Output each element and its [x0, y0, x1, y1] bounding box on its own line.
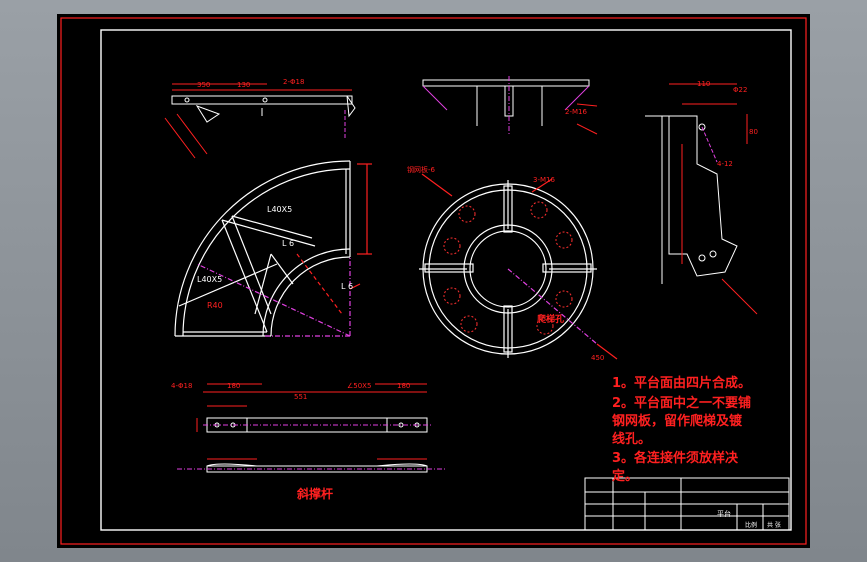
- drawing-sheet: 1。平台面由四片合成。 2。平台面中之一不要铺 钢网板，留作爬梯及镀 线孔。 3…: [57, 14, 810, 548]
- dim-ring: 3-M16: [533, 176, 555, 184]
- note-2a: 2。平台面中之一不要铺: [612, 396, 752, 411]
- outer-frame: [60, 17, 807, 545]
- title-block-name: 平台: [717, 510, 731, 518]
- dim-bottom-total: 551: [294, 393, 308, 401]
- drawing-canvas: [60, 17, 807, 545]
- mesh-panels: [443, 201, 573, 335]
- dim-450: 450: [591, 354, 605, 362]
- title-block: [584, 477, 790, 531]
- angle-label-2: L40X5: [197, 275, 223, 284]
- dim-right-4: 4-12: [717, 160, 733, 168]
- dim-right-1: 110: [697, 80, 711, 88]
- flat-label-1: L 6: [282, 239, 295, 248]
- circular-platform: [419, 173, 618, 360]
- part-label-brace: 斜撑杆: [297, 487, 334, 501]
- note-2c: 线孔。: [612, 432, 652, 447]
- dim-side: 2-M16: [565, 108, 587, 116]
- dim-top-3: 2-Φ18: [283, 78, 305, 86]
- inner-frame: [100, 29, 792, 531]
- dim-mesh: 钢网板-6: [407, 166, 435, 174]
- dim-bottom-right: 180: [397, 382, 411, 390]
- brace-elevation: [177, 383, 447, 473]
- quarter-platform: [174, 160, 372, 337]
- radius-label: R40: [207, 301, 223, 310]
- flat-label-2: L 6: [341, 282, 354, 291]
- dim-top-2: 130: [237, 81, 251, 89]
- dim-right-3: 80: [749, 128, 758, 136]
- ladder-hole-label: 爬梯孔: [537, 315, 565, 325]
- top-right-bracket: [645, 83, 758, 315]
- dim-top-1: 350: [197, 81, 211, 89]
- title-block-scale: 比例: [745, 522, 758, 529]
- note-3b: 定。: [612, 469, 639, 484]
- note-2b: 钢网板，留作爬梯及镀: [612, 414, 743, 429]
- angle-label-1: L40X5: [267, 205, 293, 214]
- note-3a: 3。各连接件须放样决: [612, 451, 739, 466]
- dim-holes: 4-Φ18: [171, 382, 193, 390]
- top-middle-elevation: [422, 76, 598, 135]
- dim-angle: ∠50X5: [347, 382, 372, 390]
- note-1: 1。平台面由四片合成。: [612, 376, 752, 391]
- title-block-sheet: 共 张: [767, 522, 781, 529]
- dim-bottom-left: 180: [227, 382, 241, 390]
- dim-right-2: Φ22: [733, 86, 748, 94]
- top-left-member: [164, 83, 356, 159]
